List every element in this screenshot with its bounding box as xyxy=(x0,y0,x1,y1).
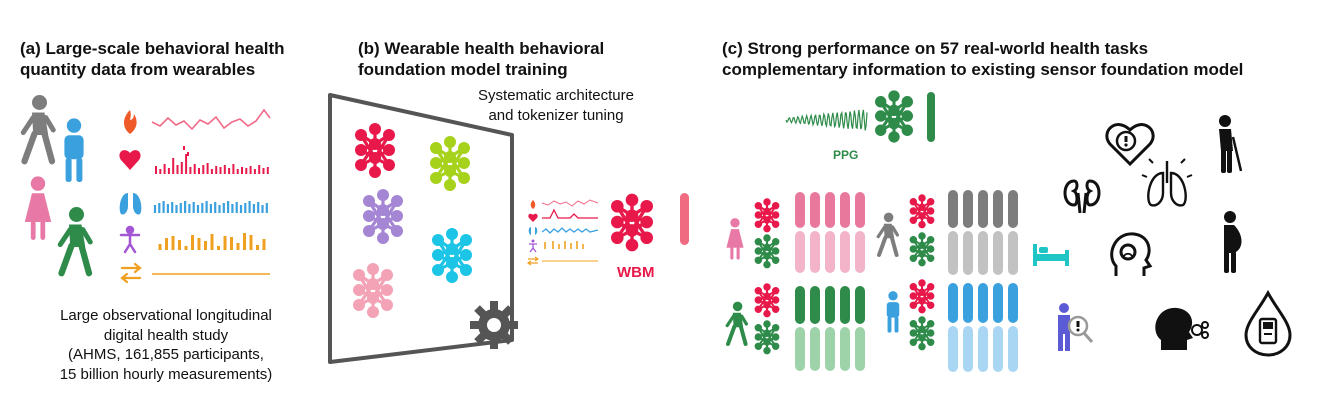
person-search-icon xyxy=(1058,303,1094,351)
wbm-embedding-bar xyxy=(680,193,689,245)
kidneys-icon xyxy=(1063,179,1101,214)
tuning-note: Systematic architecture and tokenizer tu… xyxy=(478,87,634,124)
man-icon xyxy=(886,291,900,333)
glucose-drop-icon xyxy=(1244,289,1292,357)
heart-alert-icon xyxy=(1105,123,1155,167)
mini-network-icon xyxy=(908,278,936,315)
neural-net-icon-red xyxy=(353,121,397,180)
flame-icon xyxy=(124,110,137,134)
mini-network-icon xyxy=(908,315,936,352)
wbm-network-icon xyxy=(609,191,655,254)
lungs-icon xyxy=(1141,158,1193,207)
mini-signals xyxy=(526,199,599,266)
walking-person-icon xyxy=(878,213,897,255)
mini-network-icon xyxy=(753,233,781,270)
heart-icon xyxy=(119,150,141,170)
wbm-label: WBM xyxy=(617,264,655,281)
walking-person-icon xyxy=(23,95,53,161)
bed-icon xyxy=(1033,244,1069,266)
ppg-embedding-bar xyxy=(927,92,935,142)
gear-icon xyxy=(470,301,518,349)
signal-traces xyxy=(151,108,271,275)
mini-network-icon xyxy=(908,231,936,268)
walking-person-icon xyxy=(60,207,90,273)
mini-network-icon xyxy=(753,282,781,319)
coughing-head-icon xyxy=(1155,307,1209,350)
woman-icon xyxy=(726,218,744,260)
people-group xyxy=(23,95,90,273)
panel-b-title: (b) Wearable health behavioral foundatio… xyxy=(358,39,605,79)
metric-icons xyxy=(119,110,142,284)
panel-c-title: (c) Strong performance on 57 real-world … xyxy=(722,39,1244,79)
trace-activity xyxy=(158,233,266,250)
pregnant-woman-icon xyxy=(1224,211,1242,273)
ppg-waveform xyxy=(785,109,868,131)
activity-person-icon xyxy=(119,225,141,254)
trace-lungs xyxy=(153,201,268,213)
neural-net-icon-pink xyxy=(351,261,395,320)
panel-a-title: (a) Large-scale behavioral health quanti… xyxy=(20,39,285,79)
standing-woman-icon xyxy=(24,176,52,240)
arrows-icon xyxy=(120,262,142,284)
mini-network-icon xyxy=(753,197,781,234)
neural-net-icon-purple xyxy=(361,187,405,246)
standing-man-icon xyxy=(64,118,84,182)
trace-energy xyxy=(151,108,271,131)
embedding-grid-right xyxy=(948,190,1018,372)
mini-network-icon xyxy=(908,193,936,230)
sad-head-icon xyxy=(1110,232,1153,276)
embedding-grid-left xyxy=(795,192,865,371)
neural-net-icon-cyan xyxy=(430,226,474,285)
lungs-icon xyxy=(119,193,142,215)
neural-net-icon-lime xyxy=(428,134,472,193)
mini-network-icon xyxy=(753,319,781,356)
walking-person-icon xyxy=(727,302,746,344)
trace-heart xyxy=(155,146,269,174)
panel-a-caption: Large observational longitudinal digital… xyxy=(59,307,273,383)
ppg-network-icon xyxy=(873,88,915,145)
person-with-cane-icon xyxy=(1219,115,1243,173)
ppg-label: PPG xyxy=(833,148,859,162)
